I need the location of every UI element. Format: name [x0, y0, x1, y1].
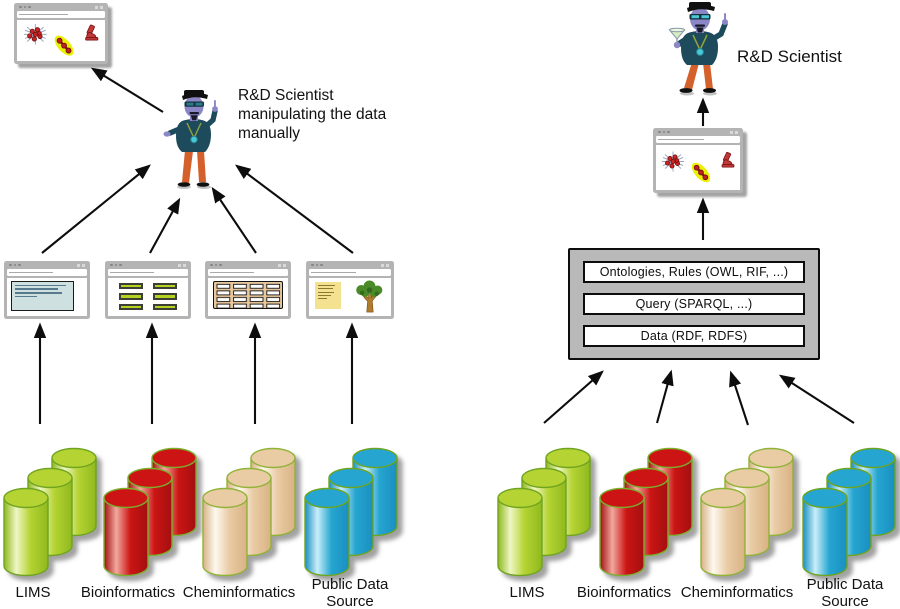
browser-titlebar [309, 261, 391, 269]
window-buttons-icon [730, 130, 738, 134]
note-line [318, 291, 334, 293]
text-line [15, 296, 37, 298]
source-label-lims: LIMS [509, 584, 545, 601]
window-buttons-icon [95, 5, 103, 9]
database-stack-lims [3, 445, 98, 578]
form-cell [153, 293, 177, 300]
url-text-line [311, 271, 357, 274]
microscope-icon [721, 151, 735, 168]
result-browser-left [14, 3, 108, 64]
microscope-icon [85, 24, 99, 41]
url-bar [108, 269, 188, 276]
right-caption: R&D Scientist [737, 47, 842, 66]
molecule-page-graphic [24, 24, 99, 56]
window-buttons-icon [178, 263, 186, 267]
note-line [318, 298, 327, 300]
molecule-page-graphic [662, 151, 735, 183]
stack-layer-data: Data (RDF, RDFS) [583, 325, 805, 347]
dna-highlight-icon [54, 35, 74, 56]
window-buttons-icon [77, 263, 85, 267]
source-label-lims: LIMS [15, 584, 51, 601]
window-controls-icon [19, 5, 31, 9]
text-line [15, 288, 58, 290]
browser-titlebar [656, 128, 740, 136]
database-stack-bioinformatics [599, 445, 694, 578]
semantic-stack-box: Ontologies, Rules (OWL, RIF, ...) Query … [568, 248, 820, 360]
source-label-bioinformatics: Bioinformatics [80, 584, 176, 601]
browser-content [656, 145, 740, 190]
sticky-note-icon [315, 282, 341, 309]
url-text-line [9, 271, 54, 274]
browser-titlebar [7, 261, 87, 269]
window-buttons-icon [278, 263, 286, 267]
stack-layer-ontologies: Ontologies, Rules (OWL, RIF, ...) [583, 261, 805, 283]
url-bar [656, 136, 740, 143]
source-label-cheminformatics: Cheminformatics [182, 584, 296, 601]
form-cell [153, 283, 177, 290]
window-controls-icon [658, 130, 670, 134]
note-line [318, 285, 335, 287]
browser-titlebar [208, 261, 288, 269]
browser-content [7, 278, 87, 316]
form-list-icon [119, 283, 177, 310]
scientist-figure [668, 2, 728, 96]
source-label-public: Public Data Source [806, 576, 884, 609]
form-cell [119, 283, 143, 290]
dna-highlight-icon [691, 162, 711, 183]
text-line [15, 284, 66, 286]
url-bar [208, 269, 288, 276]
note-line [318, 294, 331, 296]
stack-layer-query: Query (SPARQL, ...) [583, 293, 805, 315]
window-controls-icon [311, 263, 323, 267]
url-bar [7, 269, 87, 276]
source-browser-forms [105, 261, 191, 319]
left-caption: R&D Scientist manipulating the data manu… [238, 87, 387, 142]
source-browser-table [205, 261, 291, 319]
database-stack-cheminformatics [202, 445, 297, 578]
window-controls-icon [110, 263, 122, 267]
spreadsheet-icon [213, 281, 283, 310]
note-line [318, 288, 333, 290]
tree-icon [353, 280, 386, 313]
window-buttons-icon [381, 263, 389, 267]
browser-titlebar [108, 261, 188, 269]
browser-content [208, 278, 288, 316]
text-line [15, 292, 63, 294]
database-stack-public [304, 445, 399, 578]
scientist-manual-figure [163, 90, 218, 189]
url-text-line [658, 138, 705, 141]
window-controls-icon [9, 263, 21, 267]
molecule-cluster-icon [662, 151, 684, 172]
source-browser-notes-tree [306, 261, 394, 319]
database-stack-bioinformatics [103, 445, 198, 578]
source-label-bioinformatics: Bioinformatics [576, 584, 672, 601]
molecule-cluster-icon [24, 24, 47, 45]
form-cell [153, 303, 177, 310]
source-label-cheminformatics: Cheminformatics [680, 584, 794, 601]
database-stack-public [802, 445, 897, 578]
text-page-icon [11, 281, 74, 311]
browser-content [309, 278, 391, 316]
url-bar [309, 269, 391, 276]
browser-content [17, 20, 105, 61]
form-cell [119, 293, 143, 300]
url-text-line [110, 271, 155, 274]
database-stack-cheminformatics [700, 445, 795, 578]
browser-content [108, 278, 188, 316]
browser-titlebar [17, 3, 105, 11]
result-browser-right [653, 128, 743, 193]
url-bar [17, 11, 105, 18]
window-controls-icon [210, 263, 222, 267]
source-label-public: Public Data Source [311, 576, 389, 609]
form-cell [119, 303, 143, 310]
url-text-line [19, 13, 68, 16]
url-text-line [210, 271, 255, 274]
database-stack-lims [497, 445, 592, 578]
source-browser-textdoc [4, 261, 90, 319]
